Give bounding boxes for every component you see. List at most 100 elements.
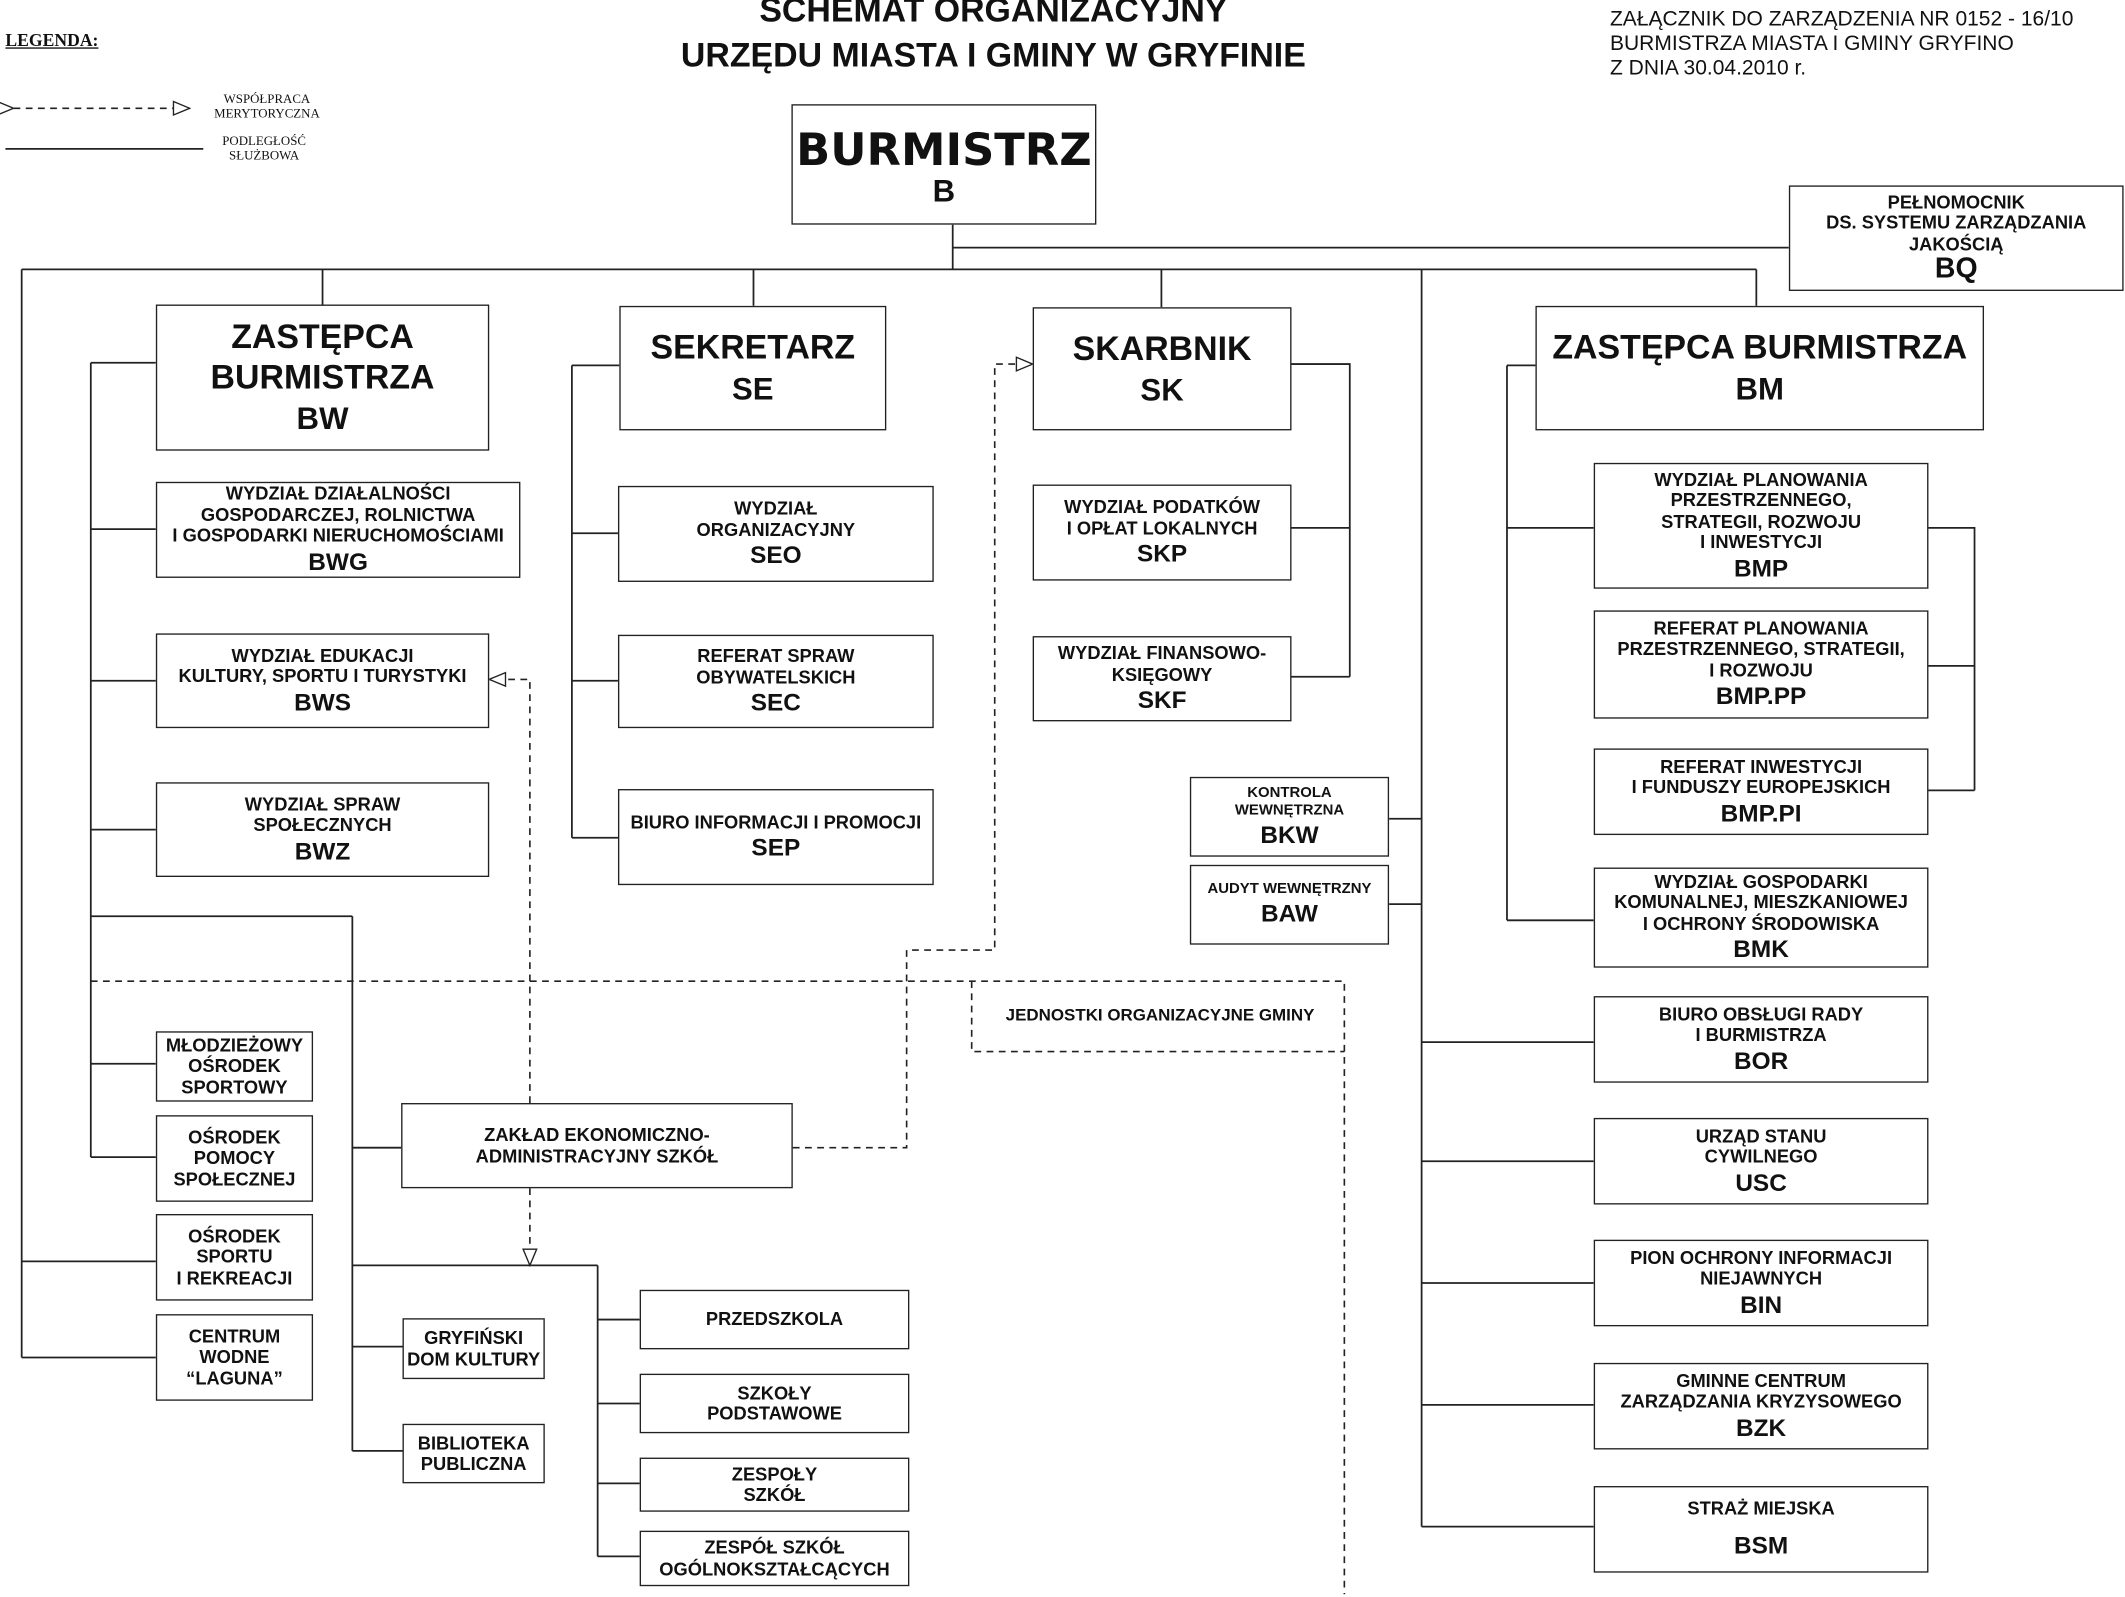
box-bsm: STRAŻ MIEJSKA BSM [1593, 1486, 1929, 1573]
box-code: SEP [751, 834, 801, 862]
annex-line2: BURMISTRZA MIASTA I GMINY GRYFINO [1609, 32, 2014, 56]
annex-line3: Z DNIA 30.04.2010 r. [1609, 56, 1807, 80]
page-title-line2: URZĘDU MIASTA I GMINY W GRYFINIE [680, 36, 1306, 75]
annex-line1: ZAŁĄCZNIK DO ZARZĄDZENIA NR 0152 - 16/10 [1609, 8, 2074, 32]
box-label: OŚRODEK SPORTU I REKREACJI [176, 1225, 293, 1289]
box-ops: OŚRODEK POMOCY SPOŁECZNEJ [155, 1115, 314, 1202]
box-label: MŁODZIEŻOWY OŚRODEK SPORTOWY [165, 1035, 304, 1098]
box-bq: PEŁNOMOCNIK DS. SYSTEMU ZARZĄDZANIA JAKO… [1788, 185, 2124, 291]
box-code: BAW [1261, 900, 1318, 928]
box-label: BIBLIOTEKA PUBLICZNA [417, 1432, 530, 1474]
box-label: ZESPOŁY SZKÓŁ [731, 1463, 818, 1505]
box-code: BMK [1733, 935, 1789, 963]
box-label: WYDZIAŁ FINANSOWO- KSIĘGOWY [1057, 642, 1267, 685]
box-label: GMINNE CENTRUM ZARZĄDZANIA KRYZYSOWEGO [1620, 1370, 1902, 1412]
box-code: BKW [1260, 820, 1319, 848]
box-label: ZESPÓŁ SZKÓŁ OGÓLNOKSZTAŁCĄCYCH [659, 1537, 890, 1579]
box-code: BZK [1736, 1413, 1787, 1441]
box-label: REFERAT PLANOWANIA PRZESTRZENNEGO, STRAT… [1617, 618, 1905, 681]
box-laguna: CENTRUM WODNE “LAGUNA” [155, 1314, 314, 1401]
box-code: BIN [1740, 1290, 1783, 1318]
box-bws: WYDZIAŁ EDUKACJI KULTURY, SPORTU I TURYS… [155, 633, 490, 729]
box-szkoly-podstawowe: SZKOŁY PODSTAWOWE [639, 1373, 910, 1434]
box-label: STRAŻ MIEJSKA [1687, 1498, 1835, 1519]
box-code: BMP.PI [1720, 799, 1802, 827]
box-label: CENTRUM WODNE “LAGUNA” [186, 1325, 283, 1389]
box-label: ZASTĘPCA BURMISTRZA [1552, 328, 1968, 367]
box-bmk: WYDZIAŁ GOSPODARKI KOMUNALNEJ, MIESZKANI… [1593, 867, 1929, 968]
box-mos: MŁODZIEŻOWY OŚRODEK SPORTOWY [155, 1031, 314, 1102]
box-code: SEO [750, 541, 802, 569]
box-label: PRZEDSZKOLA [705, 1309, 844, 1330]
box-label: WYDZIAŁ SPRAW SPOŁECZNYCH [244, 793, 401, 836]
box-gdk: GRYFIŃSKI DOM KULTURY [402, 1318, 545, 1380]
box-label: SZKOŁY PODSTAWOWE [707, 1382, 842, 1424]
box-code: BW [296, 400, 349, 436]
units-label: JEDNOSTKI ORGANIZACYJNE GMINY [1005, 1005, 1315, 1025]
box-label: WYDZIAŁ DZIAŁALNOŚCI GOSPODARCZEJ, ROLNI… [172, 483, 504, 546]
box-zespoly-szkol: ZESPOŁY SZKÓŁ [639, 1457, 910, 1512]
box-code: BOR [1733, 1046, 1789, 1074]
box-label: WYDZIAŁ ORGANIZACYJNY [696, 498, 856, 540]
box-przedszkola: PRZEDSZKOLA [639, 1289, 910, 1350]
box-code: USC [1735, 1168, 1787, 1196]
legend-title: LEGENDA: [5, 29, 99, 51]
box-code: BWS [294, 688, 351, 716]
box-bwg: WYDZIAŁ DZIAŁALNOŚCI GOSPODARCZEJ, ROLNI… [155, 481, 521, 578]
box-label: GRYFIŃSKI DOM KULTURY [407, 1327, 541, 1369]
box-label: WYDZIAŁ EDUKACJI KULTURY, SPORTU I TURYS… [178, 644, 467, 687]
box-label: OŚRODEK POMOCY SPOŁECZNEJ [173, 1127, 296, 1190]
box-code: SKP [1136, 540, 1188, 568]
box-label: WYDZIAŁ GOSPODARKI KOMUNALNEJ, MIESZKANI… [1614, 871, 1908, 934]
legend-dashed-label: WSPÓŁPRACA MERYTORYCZNA [214, 93, 320, 122]
box-code: BSM [1733, 1531, 1789, 1559]
box-bmp: WYDZIAŁ PLANOWANIA PRZESTRZENNEGO, STRAT… [1593, 462, 1929, 589]
box-label: PEŁNOMOCNIK DS. SYSTEMU ZARZĄDZANIA JAKO… [1826, 191, 2087, 255]
page-title-line1: SCHEMAT ORGANIZACYJNY [759, 0, 1228, 30]
box-zeas: ZAKŁAD EKONOMICZNO- ADMINISTRACYJNY SZKÓ… [401, 1103, 793, 1189]
box-label: AUDYT WEWNĘTRZNY [1207, 881, 1372, 898]
box-label: BIURO OBSŁUGI RADY I BURMISTRZA [1658, 1003, 1864, 1045]
box-label: BURMISTRZ [796, 122, 1092, 176]
box-bmp-pi: REFERAT INWESTYCJI I FUNDUSZY EUROPEJSKI… [1593, 748, 1929, 836]
box-code: BMP.PP [1715, 682, 1807, 710]
box-code: SEC [750, 688, 801, 716]
box-label: KONTROLA WEWNĘTRZNA [1234, 784, 1345, 819]
box-label: SEKRETARZ [650, 328, 856, 367]
legend-solid-label: PODLEGŁOŚĆ SŁUŻBOWA [222, 135, 306, 164]
box-label: ZASTĘPCA BURMISTRZA [210, 318, 435, 397]
box-biblioteka: BIBLIOTEKA PUBLICZNA [402, 1423, 545, 1484]
box-code: BMP [1733, 554, 1789, 582]
box-code: BWZ [294, 837, 351, 865]
box-code: SE [732, 370, 774, 407]
box-bmp-pp: REFERAT PLANOWANIA PRZESTRZENNEGO, STRAT… [1593, 610, 1929, 719]
box-label: SKARBNIK [1072, 329, 1252, 368]
box-label: ZAKŁAD EKONOMICZNO- ADMINISTRACYJNY SZKÓ… [475, 1124, 719, 1166]
box-label: WYDZIAŁ PODATKÓW I OPŁAT LOKALNYCH [1064, 496, 1260, 538]
box-osir: OŚRODEK SPORTU I REKREACJI [155, 1213, 314, 1301]
box-label: PION OCHRONY INFORMACJI NIEJAWNYCH [1630, 1247, 1893, 1289]
box-code: SKF [1137, 686, 1187, 714]
box-baw: AUDYT WEWNĘTRZNY BAW [1189, 864, 1390, 945]
box-label: URZĄD STANU CYWILNEGO [1695, 1125, 1827, 1167]
box-code: BM [1735, 370, 1784, 407]
box-zso: ZESPÓŁ SZKÓŁ OGÓLNOKSZTAŁCĄCYCH [639, 1530, 910, 1587]
box-code: BWG [308, 547, 368, 575]
